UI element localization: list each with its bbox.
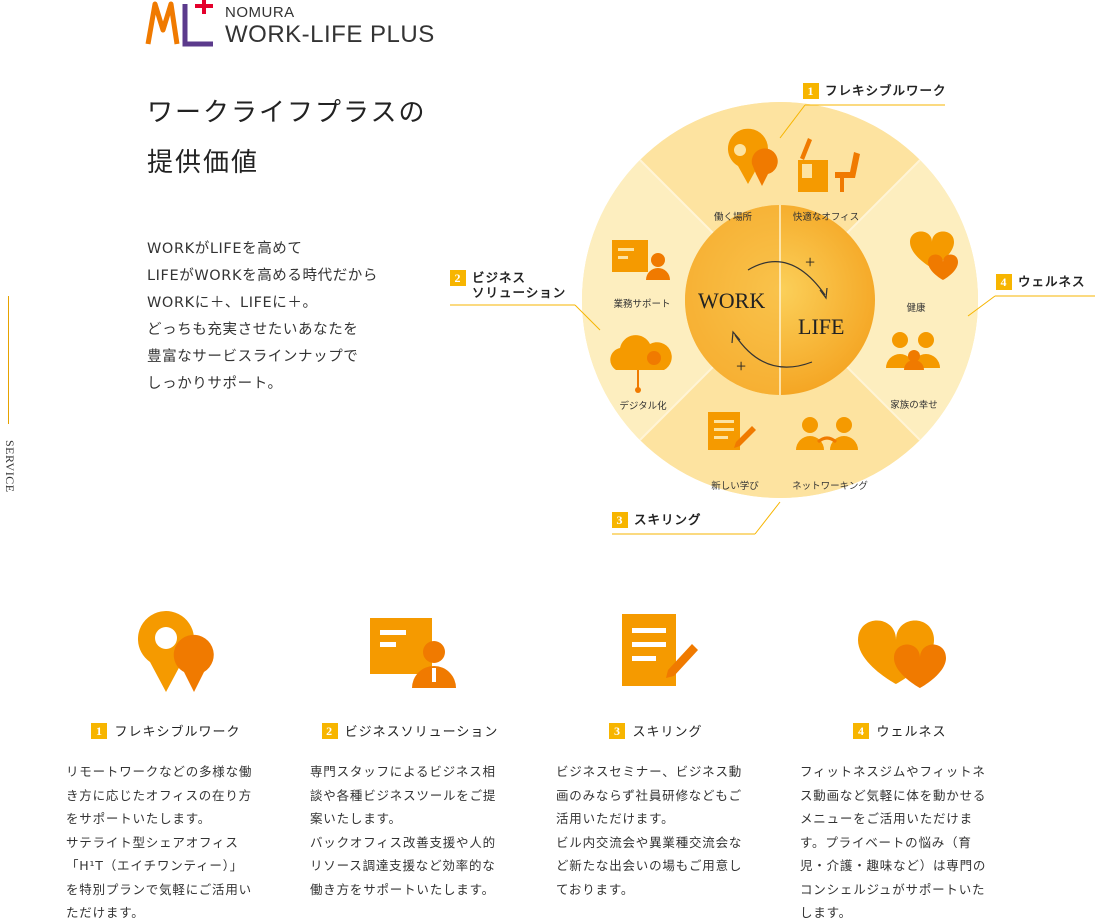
wheel-label-support: 業務サポート (613, 299, 671, 310)
callout-label-line: ビジネス (472, 270, 527, 285)
wheel-label-networking: ネットワーキング (792, 481, 868, 492)
desc-line: をサポートいたします。 (66, 811, 212, 826)
wheel-center-work: WORK (698, 288, 766, 313)
wheel-center-plus-top: + (805, 252, 816, 272)
desc-line: フィットネスジムやフィットネ (800, 764, 986, 779)
wheel-center-plus-bottom: + (736, 356, 747, 376)
service-number: 4 (853, 722, 870, 739)
service-number: 1 (91, 722, 108, 739)
desc-line: サテライト型シェアオフィス (66, 834, 239, 850)
service-description: 専門スタッフによるビジネス相 談や各種ビジネスツールをご提 案いたします。 バッ… (310, 760, 510, 901)
callout-label: ビジネス ソリューション (472, 270, 566, 300)
wheel-label-health: 健康 (906, 303, 926, 314)
logo-company-name: NOMURA (225, 4, 295, 21)
desc-line: き方に応じたオフィスの在り方 (66, 787, 252, 803)
callout-number: 3 (612, 512, 628, 528)
logo-mark-icon (145, 0, 213, 47)
desc-line: 談や各種ビジネスツールをご提 (310, 787, 497, 803)
page-title-line: 提供価値 (147, 148, 260, 178)
callout-number: 2 (450, 270, 466, 286)
wheel-label-learning: 新しい学び (711, 481, 759, 492)
wheel-support-icon (612, 240, 670, 280)
desc-line: リモートワークなどの多様な働 (66, 764, 253, 779)
callout-business-solution: 2 ビジネス ソリューション (450, 270, 566, 300)
intro-line: WORKに＋、LIFEに＋。 (147, 295, 318, 311)
desc-line: を特別プランで気軽にご活用い (66, 881, 252, 897)
desc-line: ております。 (556, 881, 635, 897)
desc-line: 働き方をサポートいたします。 (310, 881, 495, 897)
callout-flexible-work: 1 フレキシブルワーク (803, 83, 947, 99)
wheel-hearts-icon (910, 231, 958, 280)
desc-line: 専門スタッフによるビジネス相 (310, 764, 496, 779)
desc-line: します。 (800, 905, 852, 920)
desc-line: ただけます。 (66, 905, 145, 920)
desc-line: 画のみならず社員研修などもご (556, 787, 742, 803)
service-wheel-diagram: WORK LIFE + + 働く場所 快適なオフィス 健康 家族の幸せ ネットワ… (440, 70, 1100, 540)
wheel-label-office: 快適なオフィス (792, 212, 860, 223)
service-number: 2 (321, 722, 338, 739)
desc-line: 「H¹T（エイチワンティー）」 (66, 858, 244, 873)
service-title: 3 スキリング (556, 721, 756, 740)
side-divider (8, 296, 9, 424)
service-title-text: ウェルネス (876, 725, 947, 740)
document-pen-icon (622, 614, 698, 686)
business-support-icon (370, 618, 456, 688)
service-title: 1 フレキシブルワーク (66, 721, 266, 740)
intro-line: 豊富なサービスラインナップで (147, 349, 359, 365)
service-description: ビジネスセミナー、ビジネス動 画のみならず社員研修などもご 活用いただけます。 … (556, 760, 756, 901)
intro-line: しっかりサポート。 (147, 376, 283, 392)
intro-text: WORKがLIFEを高めて LIFEがWORKを高める時代だから WORKに＋、… (147, 236, 378, 398)
desc-line: ビル内交流会や異業種交流会な (556, 834, 743, 850)
brand-logo[interactable]: NOMURA WORK-LIFE PLUS (145, 0, 445, 50)
wheel-label-place: 働く場所 (713, 212, 753, 223)
service-title-text: フレキシブルワーク (114, 725, 241, 740)
desc-line: ビジネスセミナー、ビジネス動 (556, 764, 743, 779)
desc-line: 案いたします。 (310, 811, 402, 826)
callout-number: 1 (803, 83, 819, 99)
wheel-location-icon (727, 128, 778, 186)
wheel-family-icon (886, 332, 940, 370)
location-pin-icon (137, 611, 214, 692)
intro-line: どっちも充実させたいあなたを (147, 322, 359, 338)
side-section-label: SERVICE (3, 440, 17, 493)
callout-wellness: 4 ウェルネス (996, 274, 1086, 290)
wheel-center-life: LIFE (798, 314, 845, 339)
callout-number: 4 (996, 274, 1012, 290)
desc-line: 活用いただけます。 (556, 811, 675, 826)
service-title: 4 ウェルネス (800, 721, 1000, 740)
hearts-icon (858, 620, 946, 688)
intro-line: LIFEがWORKを高める時代だから (147, 268, 378, 284)
desc-line: ど新たな出会いの場もご用意し (556, 858, 743, 873)
page-title-line: ワークライフプラスの (147, 98, 427, 128)
wheel-learning-icon (708, 412, 756, 450)
callout-label: フレキシブルワーク (825, 83, 947, 98)
logo-brand-name: WORK-LIFE PLUS (225, 21, 435, 48)
service-description: リモートワークなどの多様な働 き方に応じたオフィスの在り方 をサポートいたします… (66, 760, 266, 920)
page-title: ワークライフプラスの 提供価値 (147, 88, 426, 188)
wheel-office-icon (798, 138, 860, 192)
wheel-label-family: 家族の幸せ (890, 400, 938, 411)
desc-line: メニューをご活用いただけま (800, 811, 973, 826)
wheel-networking-icon (796, 417, 858, 450)
desc-line: す。プライベートの悩み（育 (800, 834, 972, 850)
desc-line: コンシェルジュがサポートいた (800, 881, 986, 897)
callout-label: スキリング (634, 512, 702, 527)
desc-line: ス動画など気軽に体を動かせる (800, 787, 987, 803)
service-title-text: ビジネスソリューション (344, 725, 499, 740)
service-title-text: スキリング (632, 725, 703, 740)
service-description: フィットネスジムやフィットネ ス動画など気軽に体を動かせる メニューをご活用いた… (800, 760, 1000, 920)
wheel-cloud-icon (610, 335, 672, 393)
intro-line: WORKがLIFEを高めて (147, 241, 303, 257)
service-number: 3 (609, 722, 626, 739)
callout-label: ウェルネス (1018, 274, 1086, 289)
wheel-label-digital: デジタル化 (619, 401, 667, 412)
desc-line: 児・介護・趣味など）は専門の (800, 858, 987, 873)
desc-line: バックオフィス改善支援や人的 (310, 834, 496, 850)
service-title: 2 ビジネスソリューション (310, 721, 510, 740)
wheel-graphic (450, 102, 1095, 535)
desc-line: リソース調達支援など効率的な (310, 858, 496, 873)
callout-label-line: ソリューション (472, 285, 567, 300)
callout-skilling: 3 スキリング (612, 512, 702, 528)
